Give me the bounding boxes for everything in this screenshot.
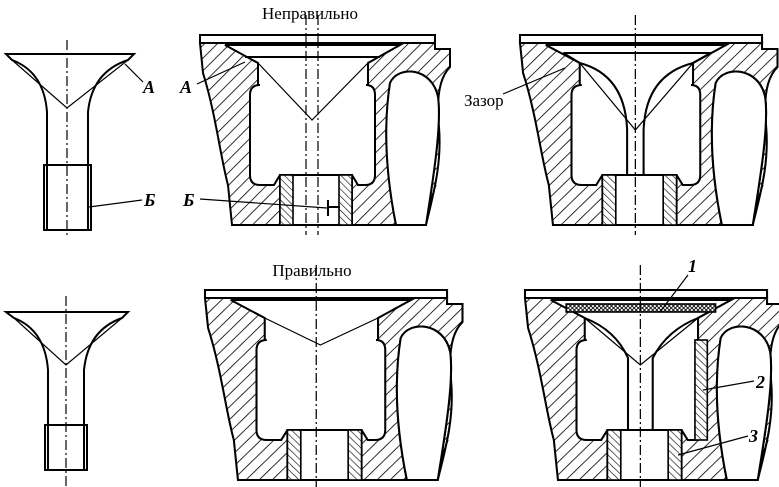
valve-bottom-left bbox=[2, 296, 131, 487]
block-correct-2 bbox=[523, 265, 779, 487]
block-incorrect-2 bbox=[518, 15, 779, 235]
sleeve-2 bbox=[694, 339, 709, 441]
label-b-valve: Б bbox=[143, 190, 155, 210]
block-correct-1 bbox=[203, 265, 464, 487]
label-2: 2 bbox=[755, 372, 765, 392]
label-a-block: А bbox=[179, 77, 192, 97]
label-3: 3 bbox=[748, 426, 758, 446]
label-a-valve: А bbox=[142, 77, 155, 97]
block-incorrect-1 bbox=[199, 15, 451, 235]
label-1: 1 bbox=[688, 256, 697, 276]
title-correct: Правильно bbox=[272, 261, 351, 280]
label-b-block: Б bbox=[182, 190, 194, 210]
leader-lines bbox=[88, 61, 755, 456]
title-incorrect: Неправильно bbox=[262, 4, 358, 23]
valve-top-left bbox=[3, 40, 137, 237]
label-gap: Зазор bbox=[464, 91, 504, 110]
